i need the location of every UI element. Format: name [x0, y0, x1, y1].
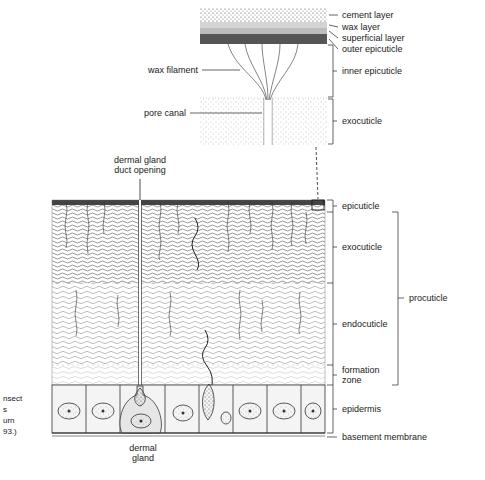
- layer-label: cement layer: [341, 10, 395, 20]
- layer-label: epidermis: [341, 404, 382, 414]
- layer-label: epicuticle: [341, 201, 381, 211]
- caption-fragment: 93.): [2, 426, 18, 437]
- caption-fragment: urn: [2, 415, 16, 426]
- epidermis-cells: [52, 384, 325, 436]
- layer-label: exocuticle: [341, 242, 383, 252]
- layer-label: wax layer: [341, 22, 381, 32]
- layer-label: superficial layer: [341, 33, 406, 43]
- layer-group-label: procuticle: [408, 293, 449, 303]
- part-label: dermal gland: [124, 443, 162, 463]
- layer-label: endocuticle: [341, 319, 389, 329]
- layer-label: inner epicuticle: [341, 66, 403, 76]
- layer-label: basement membrane: [341, 432, 428, 442]
- layer-label: exocuticle: [341, 116, 383, 126]
- inset-detail: [190, 8, 338, 199]
- caption-fragment: s: [2, 404, 8, 415]
- layer-label: outer epicuticle: [341, 44, 404, 54]
- cuticle-section: [52, 179, 325, 390]
- caption-fragment: nsect: [2, 393, 23, 404]
- part-label: wax filament: [147, 65, 199, 75]
- part-label: pore canal: [143, 108, 187, 118]
- part-label: dermal gland duct opening: [108, 155, 172, 175]
- layer-brackets: [327, 200, 404, 437]
- layer-label: formation zone: [341, 365, 391, 385]
